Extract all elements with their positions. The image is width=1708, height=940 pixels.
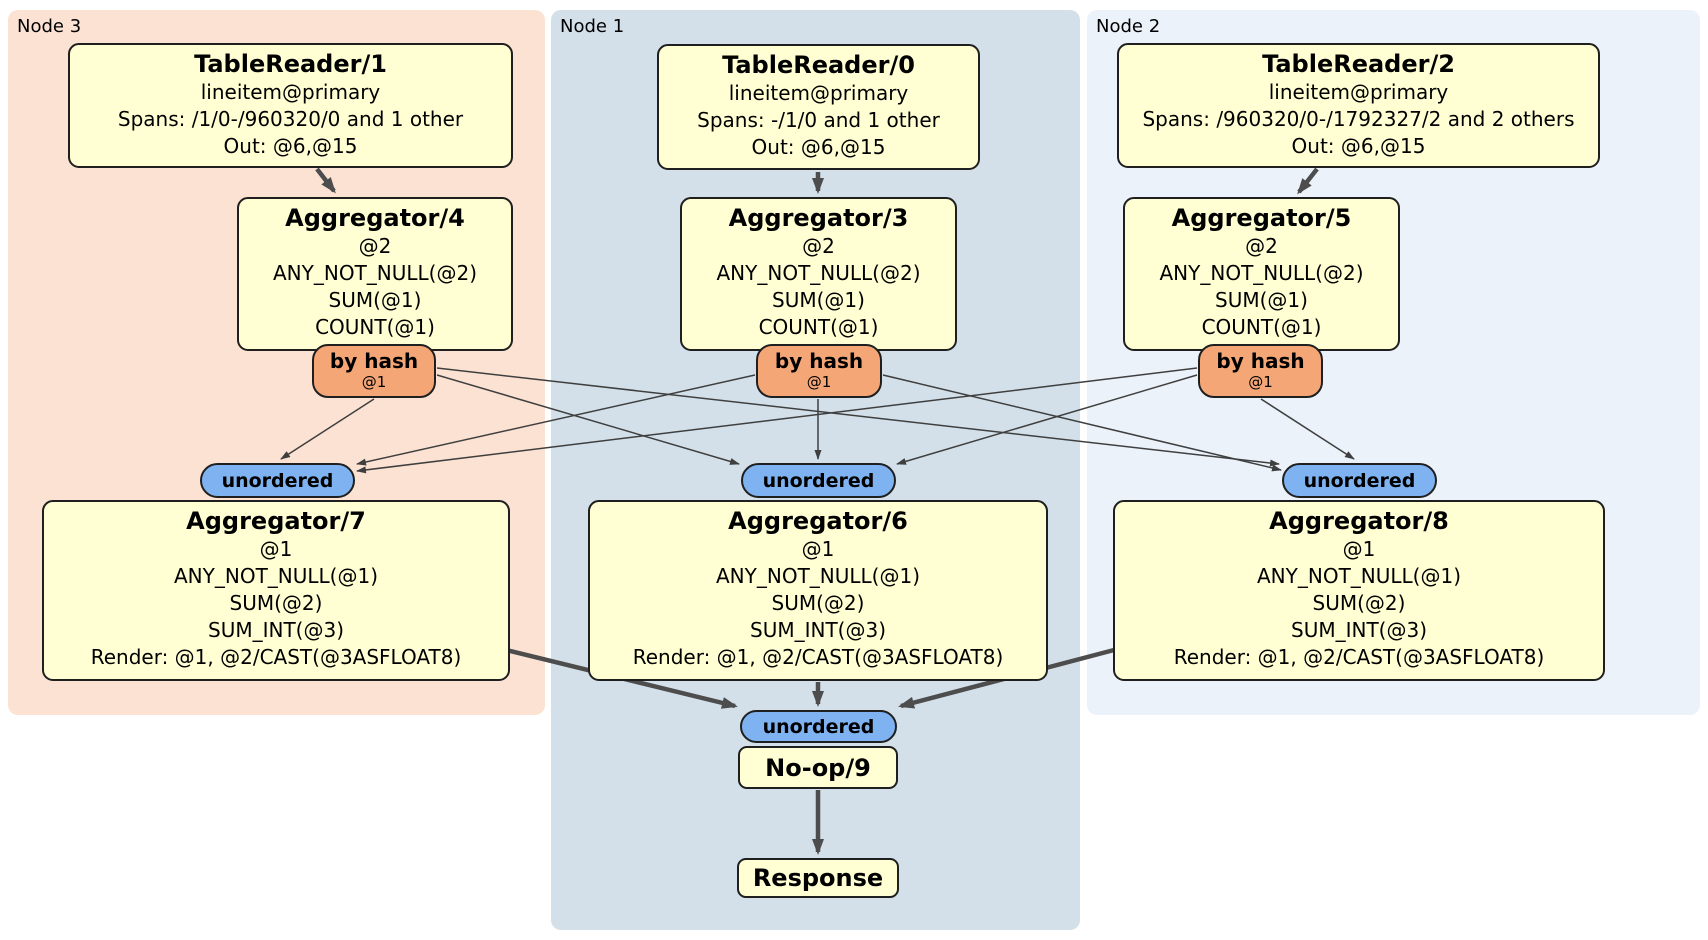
processor-detail: ANY_NOT_NULL(@1) (174, 564, 378, 588)
processor-detail: SUM(@1) (1215, 288, 1308, 312)
processor-aggregator6: Aggregator/6 @1 ANY_NOT_NULL(@1) SUM(@2)… (588, 500, 1048, 681)
processor-aggregator5: Aggregator/5 @2 ANY_NOT_NULL(@2) SUM(@1)… (1123, 197, 1400, 351)
edge-byhash3-unordered8 (882, 374, 1282, 472)
processor-detail: ANY_NOT_NULL(@2) (1159, 261, 1364, 285)
processor-title: Aggregator/6 (728, 507, 908, 535)
processor-detail: SUM_INT(@3) (1291, 618, 1427, 642)
processor-response: Response (737, 858, 899, 898)
processor-title: TableReader/2 (1262, 50, 1455, 78)
processor-detail: SUM(@2) (229, 591, 323, 615)
processor-title: Aggregator/7 (186, 507, 366, 535)
router-by-hash-aggregator4: by hash @1 (312, 344, 436, 398)
router-label: by hash (1216, 349, 1305, 373)
processor-title: Aggregator/5 (1171, 204, 1352, 232)
edge-tablereader1-aggregator4 (315, 167, 336, 194)
processor-detail: ANY_NOT_NULL(@1) (1257, 564, 1461, 588)
processor-title: Response (752, 864, 884, 892)
processor-detail: ANY_NOT_NULL(@2) (716, 261, 921, 285)
processor-detail: ANY_NOT_NULL(@2) (273, 261, 477, 285)
processor-detail: @2 (1245, 234, 1278, 258)
processor-aggregator8: Aggregator/8 @1 ANY_NOT_NULL(@1) SUM(@2)… (1113, 500, 1605, 681)
processor-detail: lineitem@primary (1268, 80, 1449, 104)
processor-title: Aggregator/8 (1269, 507, 1449, 535)
processor-detail: COUNT(@1) (1201, 315, 1322, 339)
processor-tablereader2: TableReader/2 lineitem@primary Spans: /9… (1117, 43, 1600, 168)
edge-byhash5-unordered7 (356, 367, 1198, 474)
processor-detail: Render: @1, @2/CAST(@3ASFLOAT8) (90, 645, 462, 669)
processor-detail: Spans: /1/0-/960320/0 and 1 other (117, 107, 464, 131)
processor-detail: SUM_INT(@3) (750, 618, 886, 642)
sync-label: unordered (762, 469, 875, 492)
router-detail: @1 (1248, 373, 1273, 391)
sync-unordered-noop9: unordered (740, 710, 897, 743)
processor-tablereader0: TableReader/0 lineitem@primary Spans: -/… (657, 44, 980, 170)
processor-detail: SUM(@1) (772, 288, 865, 312)
processor-detail: lineitem@primary (728, 81, 909, 105)
edge-byhash5-unordered6 (896, 374, 1198, 465)
edge-byhash3-unordered7 (356, 374, 756, 466)
processor-detail: @2 (358, 234, 392, 258)
processor-aggregator4: Aggregator/4 @2 ANY_NOT_NULL(@2) SUM(@1)… (237, 197, 513, 351)
sync-label: unordered (1303, 469, 1416, 492)
processor-detail: Out: @6,@15 (1291, 134, 1426, 158)
processor-aggregator7: Aggregator/7 @1 ANY_NOT_NULL(@1) SUM(@2)… (42, 500, 510, 681)
router-by-hash-aggregator5: by hash @1 (1198, 344, 1323, 398)
processor-title: TableReader/1 (194, 50, 387, 78)
router-label: by hash (329, 349, 419, 373)
processor-detail: SUM(@2) (1312, 591, 1406, 615)
processor-title: Aggregator/4 (285, 204, 465, 232)
sync-unordered-aggregator8: unordered (1282, 463, 1437, 498)
processor-aggregator3: Aggregator/3 @2 ANY_NOT_NULL(@2) SUM(@1)… (680, 197, 957, 351)
processor-detail: @1 (259, 537, 293, 561)
processor-detail: lineitem@primary (200, 80, 381, 104)
processor-detail: SUM(@1) (328, 288, 422, 312)
edge-byhash5-unordered8 (1260, 398, 1355, 460)
processor-detail: COUNT(@1) (758, 315, 879, 339)
processor-noop9: No-op/9 (738, 746, 898, 789)
edge-byhash4-unordered7 (280, 398, 375, 460)
sync-label: unordered (762, 715, 875, 738)
processor-detail: Spans: /960320/0-/1792327/2 and 2 others (1142, 107, 1575, 131)
router-detail: @1 (361, 373, 387, 391)
processor-detail: @1 (801, 537, 835, 561)
region-node2-label: Node 2 (1096, 16, 1161, 37)
edge-byhash4-unordered8 (436, 367, 1280, 467)
processor-detail: ANY_NOT_NULL(@1) (716, 564, 920, 588)
processor-detail: COUNT(@1) (315, 315, 435, 339)
processor-title: Aggregator/3 (728, 204, 909, 232)
router-label: by hash (774, 349, 864, 373)
router-by-hash-aggregator3: by hash @1 (756, 344, 882, 398)
processor-tablereader1: TableReader/1 lineitem@primary Spans: /1… (68, 43, 513, 168)
processor-title: No-op/9 (765, 753, 871, 782)
processor-detail: @2 (802, 234, 835, 258)
edge-byhash4-unordered6 (436, 374, 740, 465)
region-node1-label: Node 1 (560, 16, 625, 37)
processor-detail: SUM(@2) (771, 591, 865, 615)
processor-detail: Render: @1, @2/CAST(@3ASFLOAT8) (1173, 645, 1545, 669)
processor-detail: Render: @1, @2/CAST(@3ASFLOAT8) (632, 645, 1004, 669)
processor-detail: Spans: -/1/0 and 1 other (697, 108, 940, 132)
region-node3-label: Node 3 (17, 16, 82, 37)
edge-tablereader2-aggregator5 (1297, 167, 1319, 195)
processor-detail: @1 (1342, 537, 1376, 561)
processor-title: TableReader/0 (722, 51, 915, 79)
processor-detail: Out: @6,@15 (751, 135, 886, 159)
processor-detail: Out: @6,@15 (223, 134, 358, 158)
processor-detail: SUM_INT(@3) (208, 618, 344, 642)
sync-label: unordered (221, 469, 334, 492)
router-detail: @1 (806, 373, 832, 391)
sync-unordered-aggregator7: unordered (200, 463, 355, 498)
sync-unordered-aggregator6: unordered (741, 463, 896, 498)
